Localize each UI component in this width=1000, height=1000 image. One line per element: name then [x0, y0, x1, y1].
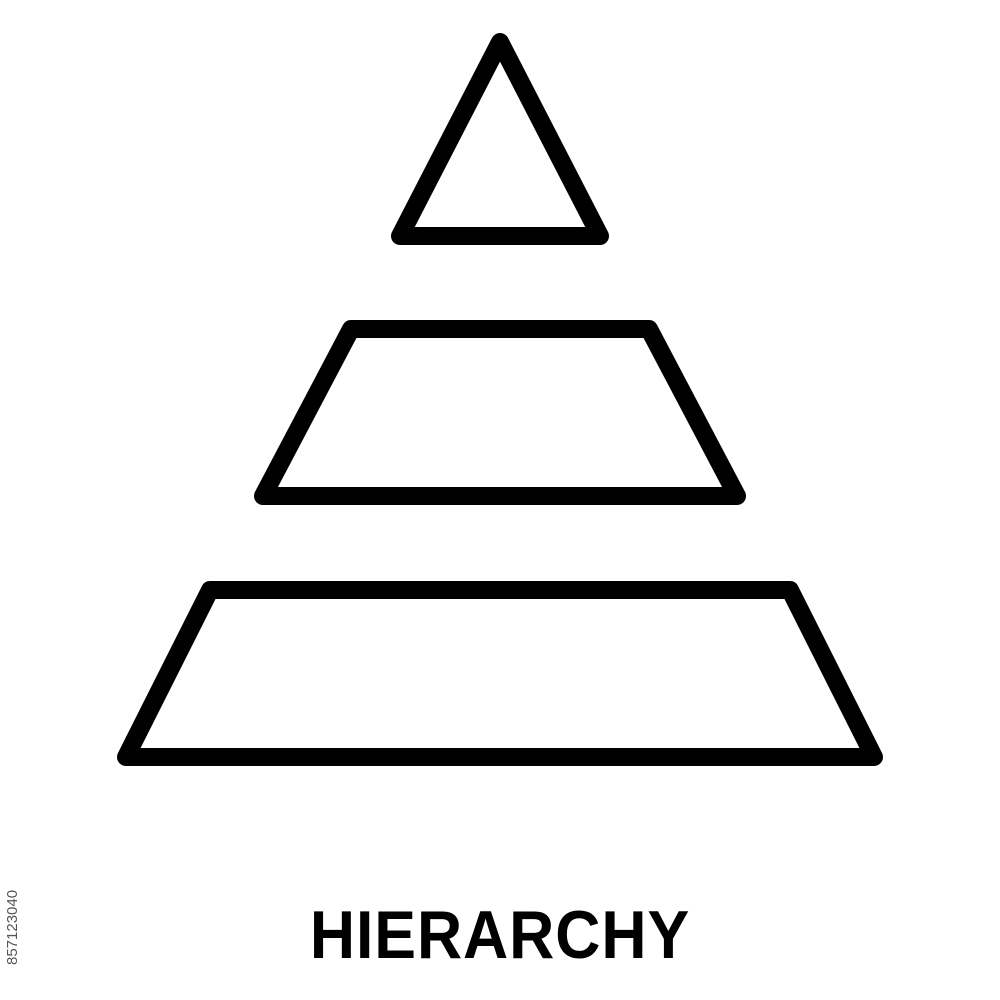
stock-id-label: 857123040	[4, 889, 21, 965]
pyramid-middle-tier	[254, 320, 746, 505]
pyramid-bottom-tier	[117, 581, 883, 766]
caption-title: HIERARCHY	[309, 897, 691, 973]
pyramid-top-tier	[391, 33, 609, 245]
